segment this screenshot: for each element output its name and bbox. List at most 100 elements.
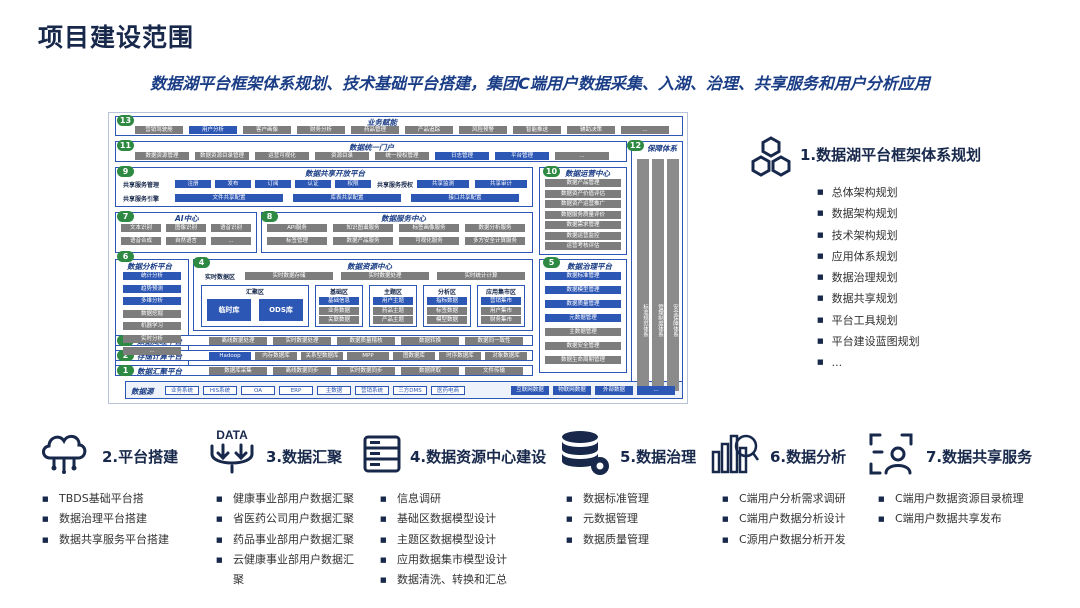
platform-list: TBDS基础平台搭数据治理平台搭建数据共享服务平台搭建	[42, 489, 202, 550]
category-item: 主题区数据模型设计	[380, 530, 550, 551]
category-item: 应用数据集市模型设计	[380, 550, 550, 571]
storage-label: 存储计算平台	[137, 352, 182, 361]
plan-item: 技术架构规划	[817, 225, 920, 246]
service-item: API服务	[267, 224, 327, 232]
share-label: 数据共享开放平台	[305, 169, 365, 178]
processing-item: 数据同一致性	[465, 336, 523, 345]
category-item: C源用户数据分析开发	[722, 530, 872, 551]
analysis-item: ...	[123, 347, 181, 355]
ai-item: 语音识别	[211, 224, 251, 232]
plan-item: 总体架构规划	[817, 182, 920, 203]
collection-item: 实时数据同步	[337, 366, 395, 375]
resource-zone-item: 临时库	[207, 299, 251, 321]
realtime-item: 实时数据处理	[341, 272, 429, 280]
ops-item: 数据资产价值评估	[545, 189, 621, 198]
source-item: OA	[241, 386, 275, 395]
ai-item: 文本识别	[121, 224, 161, 232]
ops-item: 数据服务质量评价	[545, 210, 621, 219]
business-item: 营销驾驶舱	[135, 126, 183, 134]
realtime-item: 实时统计计算	[437, 272, 525, 280]
storage-number: 2	[117, 350, 134, 361]
ops-number: 10	[543, 166, 560, 177]
service-item: 标签画像服务	[399, 224, 459, 232]
share-service-item: 权限	[335, 180, 371, 188]
portal-item: 日志管理	[435, 152, 489, 160]
collection-number: 1	[117, 365, 134, 376]
plan-item: 平台工具规划	[817, 310, 920, 331]
analysis-item: 趋势预测	[123, 284, 181, 293]
processing-item: 离线数据处理	[209, 336, 267, 345]
processing-item: 实时数据处理	[273, 336, 331, 345]
security-column: 管理制度体系	[652, 159, 664, 391]
svg-text:DATA: DATA	[216, 428, 248, 442]
governance-item: 数据模型管理	[545, 286, 621, 294]
service-item: 标签管理	[267, 237, 327, 245]
ai-item: 图像识别	[166, 224, 206, 232]
service-item: 多方安全计算服务	[465, 237, 525, 245]
collection-item: 文件传输	[465, 366, 523, 375]
category-item: TBDS基础平台搭	[42, 489, 202, 510]
service-item: 数据产品服务	[333, 237, 393, 245]
storage-item: 对象数据库	[485, 351, 527, 360]
storage-item: 关系型数据库	[301, 351, 343, 360]
ai-item: 自然语言	[166, 237, 206, 245]
plan-item: 应用体系规划	[817, 246, 920, 267]
resource-zone-label: 汇聚区	[245, 289, 264, 296]
resource-zone-item: 用户集市	[481, 306, 521, 315]
category-title-sharing: 7.数据共享服务	[926, 448, 1033, 466]
share-auth-item: 共享审计	[475, 180, 527, 188]
plan-item: 数据共享规划	[817, 288, 920, 309]
source-item: 业务系统	[165, 386, 199, 395]
sources-label: 数据源	[131, 387, 154, 396]
source-item: 营销系统	[355, 386, 389, 395]
portal-label: 数据统一门户	[349, 143, 394, 152]
portal-number: 11	[117, 140, 134, 151]
source-item: 主数据	[317, 386, 351, 395]
collection-list: 健康事业部用户数据汇聚省医药公司用户数据汇聚药品事业部用户数据汇聚云健康事业部用…	[216, 489, 364, 590]
server-rack-icon	[363, 435, 401, 473]
category-title-analysis: 6.数据分析	[770, 448, 847, 466]
governance-label: 数据治理平台	[567, 262, 612, 271]
category-item: 元数据管理	[566, 509, 706, 530]
ops-item: 运营考核评估	[545, 242, 621, 250]
category-item: 省医药公司用户数据汇聚	[216, 509, 364, 530]
business-item: ...	[621, 126, 669, 134]
service-label: 数据服务中心	[381, 214, 426, 223]
source-item: ERP	[279, 386, 313, 395]
plan-title: 1.数据湖平台框架体系规划	[800, 146, 982, 164]
share-auth-item: 共享监测	[417, 180, 469, 188]
storage-item: Hadoop	[209, 351, 251, 360]
page-subtitle: 数据湖平台框架体系规划、技术基础平台搭建，集团C端用户数据采集、入湖、治理、共享…	[150, 74, 930, 93]
business-item: 产品追踪	[405, 126, 453, 134]
storage-item: MPP	[347, 351, 389, 360]
category-item: 数据清洗、转换和汇总	[380, 570, 550, 591]
sharing-list: C端用户数据资源目录梳理C端用户数据共享发布	[878, 489, 1058, 530]
share-engine-item: 库表共享配置	[293, 194, 401, 202]
plan-item: 数据治理规划	[817, 267, 920, 288]
governance-item: 数据生命周期管理	[545, 356, 621, 364]
category-item: C端用户数据共享发布	[878, 509, 1058, 530]
source-item: 三方DMS	[393, 386, 427, 395]
resource-zone-item: 营销集市	[481, 297, 521, 305]
service-item: 可视化服务	[399, 237, 459, 245]
resource-list: 信息调研基础区数据模型设计主题区数据模型设计应用数据集市模型设计数据清洗、转换和…	[380, 489, 550, 591]
category-title-collection: 3.数据汇聚	[266, 448, 343, 466]
data-funnel-icon: DATA	[210, 428, 254, 474]
resource-zone-item: 指标数据	[427, 297, 467, 305]
resource-zone-item: 关联数据	[319, 316, 359, 324]
business-label: 业务赋能	[367, 118, 397, 127]
realtime-item: 实时数据存储	[245, 272, 333, 280]
category-item: 数据共享服务平台搭建	[42, 530, 202, 551]
portal-item: ...	[555, 152, 609, 160]
share-row2-label: 共享服务引擎	[123, 196, 160, 203]
share-row1-label: 共享服务管理	[123, 182, 160, 189]
business-item: 智能推送	[513, 126, 561, 134]
database-gear-icon	[562, 431, 609, 475]
analysis-item: 实时分析	[123, 334, 181, 343]
collection-item: 数据库采集	[209, 366, 267, 375]
collection-item: 离线数据同步	[273, 366, 331, 375]
resource-zone-label: 分析区	[437, 289, 456, 296]
share-service-item: 注册	[175, 180, 211, 188]
security-column: 标准规范体系	[637, 159, 649, 391]
resource-number: 4	[193, 257, 210, 268]
